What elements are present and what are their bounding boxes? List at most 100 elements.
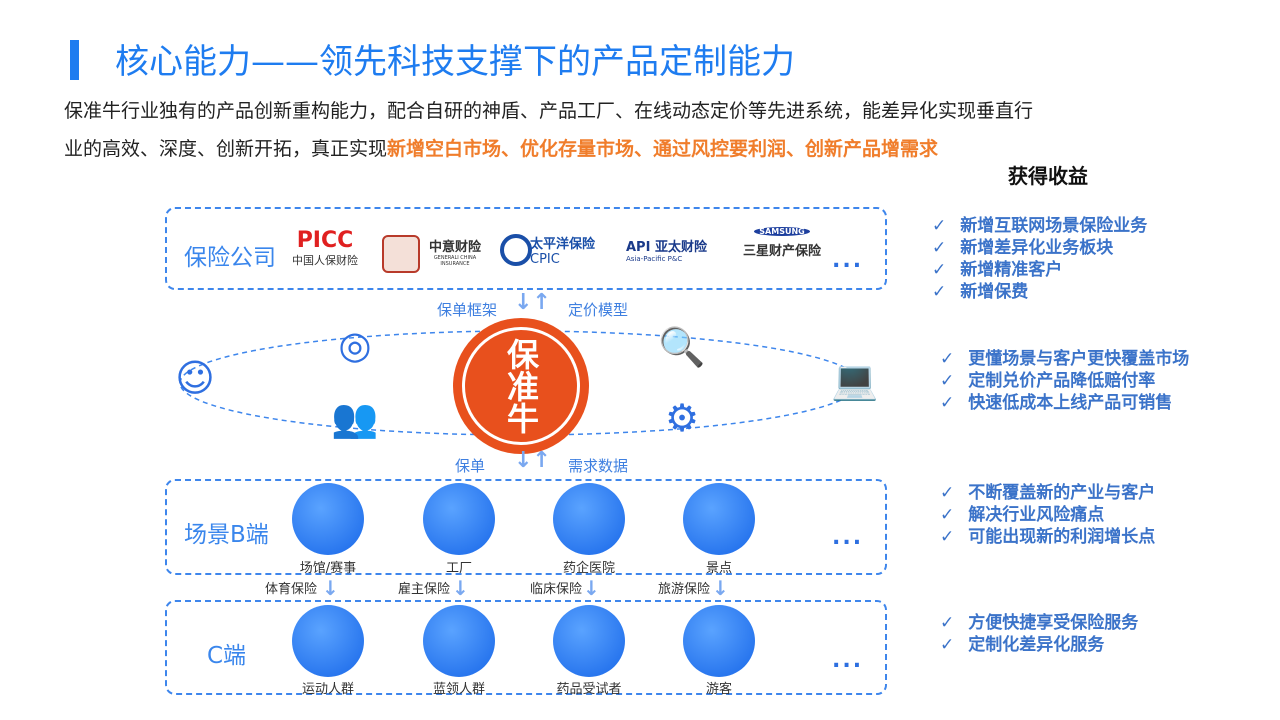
check-icon: ✓ — [940, 505, 955, 525]
benefit-text: 方便快捷享受保险服务 — [968, 613, 1139, 633]
check-icon: ✓ — [940, 483, 955, 503]
benefits-title: 获得收益 — [1008, 164, 1088, 188]
benefit-item: ✓ 更懂场景与客户更快覆盖市场 — [940, 348, 1189, 370]
generali-emblem-icon — [382, 235, 420, 273]
more-companies: ... — [832, 248, 864, 273]
more-scenes: ... — [832, 525, 864, 550]
benefit-item: ✓快速低成本上线产品可销售 — [940, 392, 1189, 414]
cpic-emblem-icon — [500, 234, 532, 266]
benefit-item: ✓ 新增差异化业务板块 — [932, 237, 1147, 259]
logo-sub: GENERALI CHINA INSURANCE — [433, 255, 477, 267]
check-icon: ✓ — [940, 613, 955, 633]
link-label: 旅游保险 — [658, 582, 711, 597]
down-arrow-icon: ↓ — [322, 576, 339, 600]
check-icon: ✓ — [940, 527, 955, 547]
stadium-icon — [292, 483, 364, 555]
scene-item: 场馆/赛事 — [299, 561, 357, 576]
group-icon — [683, 605, 755, 677]
c-end-label: C端 — [207, 643, 247, 669]
updown-arrows-icon: ↓↑ — [514, 448, 551, 473]
sports-icon — [292, 605, 364, 677]
updown-arrows-icon: ↓↑ — [514, 290, 551, 315]
target-icon: ◎ — [338, 323, 372, 367]
benefit-group: ✓ 方便快捷享受保险服务 ✓ 定制化差异化服务 — [940, 612, 1138, 656]
c-item: 运动人群 — [301, 682, 354, 697]
logo-name: 太平洋保险 — [530, 237, 596, 252]
benefit-text: 定制兑价产品降低赔付率 — [968, 371, 1156, 391]
logo-sub: 中国人保财险 — [292, 254, 358, 267]
gear-icon: ⚙ — [664, 396, 700, 440]
check-icon: ✓ — [932, 282, 947, 302]
logo-sub: CPIC — [530, 252, 560, 267]
c-item: 游客 — [705, 682, 732, 697]
benefit-item: ✓ 可能出现新的利润增长点 — [940, 526, 1155, 548]
benefit-text: 解决行业风险痛点 — [968, 505, 1105, 525]
label-policy: 保单 — [455, 457, 486, 475]
intro-paragraph: 保准牛行业独有的产品创新重构能力，配合自研的神盾、产品工厂、在线动态定价等先进系… — [64, 92, 1044, 168]
benefit-item: ✓ 定制兑价产品降低赔付率 — [940, 370, 1189, 392]
benefit-group: ✓ 新增互联网场景保险业务 ✓ 新增差异化业务板块 ✓ 新增精准客户 ✓ 新增保费 — [932, 215, 1147, 303]
check-icon: ✓ — [932, 216, 947, 236]
intro-highlight: 新增空白市场、优化存量市场、通过风控要利润、创新产品增需求 — [387, 138, 939, 160]
users-icon: 👥 — [331, 395, 379, 440]
baozhunniu-logo: 保准牛 — [453, 318, 589, 454]
laptop-icon: 💻 — [831, 357, 879, 402]
microscope-icon — [553, 605, 625, 677]
check-icon: ✓ — [940, 349, 955, 369]
benefit-text: 定制化差异化服务 — [968, 635, 1105, 655]
label-policy-framework: 保单框架 — [437, 301, 498, 319]
benefit-text: 可能出现新的利润增长点 — [968, 527, 1156, 547]
hospital-icon — [553, 483, 625, 555]
benefit-text: 新增保费 — [960, 282, 1029, 302]
c-end-box — [165, 600, 887, 695]
logo-name: SAMSUNG — [754, 227, 810, 236]
check-icon: ✓ — [940, 635, 955, 655]
mountain-icon — [683, 483, 755, 555]
label-demand-data: 需求数据 — [568, 457, 629, 475]
benefit-text: 新增精准客户 — [960, 260, 1063, 280]
logo-sub: Asia-Pacific P&C — [626, 255, 683, 263]
benefit-item: ✓ 解决行业风险痛点 — [940, 504, 1155, 526]
benefit-item: ✓不断覆盖新的产业与客户 — [940, 482, 1155, 504]
benefit-item: ✓ 方便快捷享受保险服务 — [940, 612, 1138, 634]
companies-label: 保险公司 — [184, 245, 276, 271]
check-icon: ✓ — [932, 260, 947, 280]
logo-text: 保准牛 — [462, 327, 580, 445]
scene-item: 景点 — [705, 561, 732, 576]
check-icon: ✓ — [940, 371, 955, 391]
benefit-group: ✓不断覆盖新的产业与客户✓解决行业风险痛点✓可能出现新的利润增长点 — [940, 482, 1155, 548]
benefit-item: ✓ 新增互联网场景保险业务 — [932, 215, 1147, 237]
brain-head-icon: ☺ — [175, 356, 215, 400]
label-pricing-model: 定价模型 — [568, 301, 629, 319]
scene-item: 药企医院 — [562, 561, 615, 576]
down-arrow-icon: ↓ — [583, 576, 600, 600]
benefit-text: 新增差异化业务板块 — [960, 238, 1114, 258]
benefit-text: 快速低成本上线产品可销售 — [968, 393, 1173, 413]
benefit-item: ✓ 定制化差异化服务 — [940, 634, 1138, 656]
logo-name: 中意财险 — [428, 240, 481, 255]
title-accent-bar — [70, 40, 79, 80]
c-item: 药品受试者 — [556, 682, 622, 697]
benefit-item: ✓ 新增精准客户 — [932, 259, 1147, 281]
link-label: 临床保险 — [530, 582, 583, 597]
benefit-group: ✓ 更懂场景与客户更快覆盖市场 ✓ 定制兑价产品降低赔付率✓快速低成本上线产品可销售 — [940, 348, 1189, 414]
benefit-text: 更懂场景与客户更快覆盖市场 — [968, 349, 1190, 369]
intro-text: 保准牛行业独有的产品创新重构能力，配合自研的神盾、产品工厂、在线动态定价等先进系… — [64, 100, 1034, 160]
benefit-text: 新增互联网场景保险业务 — [960, 216, 1148, 236]
scene-b-box — [165, 479, 887, 575]
logo-name: API 亚太财险 — [626, 240, 707, 255]
link-label: 雇主保险 — [398, 582, 451, 597]
more-c-end: ... — [832, 648, 864, 673]
down-arrow-icon: ↓ — [452, 576, 469, 600]
insurance-companies-box — [165, 207, 887, 290]
page-title: 核心能力——领先科技支撑下的产品定制能力 — [115, 42, 795, 82]
check-icon: ✓ — [932, 238, 947, 258]
link-label: 体育保险 — [265, 582, 318, 597]
scene-item: 工厂 — [445, 561, 472, 576]
scene-b-label: 场景B端 — [184, 522, 269, 548]
